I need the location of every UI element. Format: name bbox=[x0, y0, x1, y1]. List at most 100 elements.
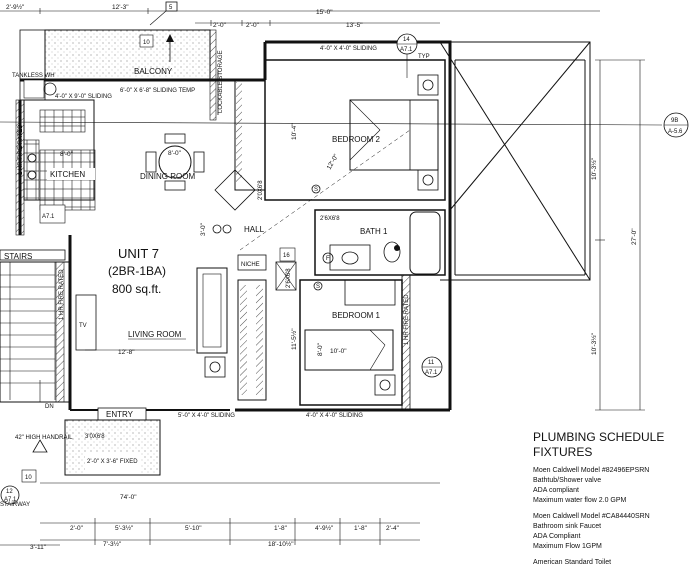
callout-12-top: 12 bbox=[6, 489, 13, 495]
dim-bottom-7: 2'-4" bbox=[386, 525, 400, 532]
room-hall: HALL bbox=[244, 225, 265, 234]
room-entry: ENTRY bbox=[106, 410, 134, 419]
room-balcony: BALCONY bbox=[134, 67, 173, 76]
schedule-item: Moen Caldwell Model #CA84440SRN Bathroom… bbox=[533, 512, 693, 552]
door-tag-3: 2'6X6'8 bbox=[286, 268, 292, 288]
room-niche: NICHE bbox=[241, 262, 260, 268]
room-bath1: BATH 1 bbox=[360, 227, 388, 236]
schedule-subtitle: FIXTURES bbox=[533, 445, 593, 459]
sliding-temp-label: 6'-0" X 6'-8" SLIDING TEMP bbox=[120, 88, 195, 94]
door-tag-entry: 3'0X6'8 bbox=[85, 434, 105, 440]
dining-table bbox=[158, 145, 192, 179]
room-kitchen: KITCHEN bbox=[50, 170, 85, 179]
sliding-living-label: 5'-0" X 4'-0" SLIDING bbox=[178, 413, 235, 419]
schedule-line: American Standard Toilet bbox=[533, 559, 612, 566]
schedule-line: Bathroom sink Faucet bbox=[533, 523, 602, 530]
sliding-bed1-label: 4'-0" X 4'-0" SLIDING bbox=[306, 413, 363, 419]
bathtub bbox=[409, 211, 441, 275]
fire-rated-label-left: 1 HR FIRE RATED bbox=[18, 124, 24, 175]
dim-bottom-left: 3'-11" bbox=[30, 544, 47, 551]
callout-14-top: 14 bbox=[403, 37, 410, 43]
dim-bedroom2-h: 10'-4" bbox=[291, 123, 298, 140]
door-tag-bath: 2'6X6'8 bbox=[320, 216, 340, 222]
dim-kitchen: 8'-0" bbox=[60, 151, 74, 158]
room-bedroom2: BEDROOM 2 bbox=[332, 135, 381, 144]
handrail-label: 42" HIGH HANDRAIL bbox=[15, 435, 73, 441]
roof-outline bbox=[439, 41, 591, 281]
dim-dining: 8'-0" bbox=[168, 150, 182, 157]
dim-bottom-5: 4'-9½" bbox=[315, 524, 334, 532]
schedule-line: Moen Caldwell Model #CA84440SRN bbox=[533, 513, 650, 520]
unit-area: 800 sq.ft. bbox=[112, 282, 161, 296]
dim-top-4: 2'-0" bbox=[213, 22, 227, 29]
dim-bottom-row2-1: 7'-3½" bbox=[103, 540, 122, 548]
fixed-window-label: 2'-0" X 3'-6" FIXED bbox=[87, 459, 138, 465]
sofa bbox=[196, 267, 228, 354]
dim-top-1: 2'-9½" bbox=[6, 3, 25, 11]
schedule-item: American Standard Toilet bbox=[533, 558, 693, 568]
dim-top-2: 12'-3" bbox=[112, 4, 129, 11]
dim-bedroom2-diag: 12'-0" bbox=[326, 153, 341, 171]
dim-right-total: 27'-0" bbox=[631, 228, 638, 245]
schedule-title: PLUMBING SCHEDULE bbox=[533, 430, 665, 444]
tag-5 bbox=[165, 1, 178, 12]
door-tag-2: 2'0X6'8 bbox=[258, 180, 264, 200]
room-tv: TV bbox=[79, 323, 87, 329]
schedule-line: Moen Caldwell Model #82496EPSRN bbox=[533, 467, 650, 474]
schedule-item: Moen Caldwell Model #82496EPSRN Bathtub/… bbox=[533, 466, 693, 506]
dim-top-3: 15'-0" bbox=[316, 9, 333, 16]
stairs-fire-rated: 1 HR FIRE RATED bbox=[59, 269, 65, 320]
schedule-line: ADA compliant bbox=[533, 487, 579, 494]
tag-16: 16 bbox=[283, 253, 290, 259]
dim-right-bottom: 10'-3½" bbox=[590, 332, 598, 355]
plumbing-schedule: PLUMBING SCHEDULE FIXTURES Moen Caldwell… bbox=[533, 430, 693, 568]
dim-bed1-w: 10'-0" bbox=[330, 348, 347, 355]
tag-10-stairs: 10 bbox=[25, 475, 32, 481]
schedule-line: Bathtub/Shower valve bbox=[533, 477, 602, 484]
tag-5-label: 5 bbox=[169, 5, 173, 11]
dim-top-6: 13'-5" bbox=[346, 22, 363, 29]
smoke-detector-2: S bbox=[316, 284, 320, 290]
typ-label: TYP bbox=[418, 54, 430, 60]
stairs-dn: DN bbox=[45, 404, 54, 410]
unit-type: (2BR-1BA) bbox=[108, 264, 166, 278]
callout-9b-top: 9B bbox=[671, 118, 678, 124]
dim-top-5: 2'-0" bbox=[246, 22, 260, 29]
stairway-label: STAIRWAY bbox=[0, 502, 30, 508]
unit-title: UNIT 7 bbox=[118, 246, 159, 261]
schedule-line: ADA Compliant bbox=[533, 533, 581, 540]
tag-10-balcony: 10 bbox=[143, 40, 150, 46]
dim-bottom-2: 5'-3½" bbox=[115, 524, 134, 532]
balcony-area bbox=[44, 29, 211, 81]
room-living: LIVING ROOM bbox=[128, 330, 182, 339]
schedule-line: Maximum Flow 1GPM bbox=[533, 543, 602, 550]
dim-bed1-in: 8'-0" bbox=[317, 342, 324, 356]
sliding-bed2-label: 4'-0" X 4'-0" SLIDING bbox=[320, 46, 377, 52]
dim-bottom-4: 1'-8" bbox=[274, 525, 288, 532]
room-stairs: STAIRS bbox=[4, 252, 32, 261]
dim-bottom-6: 1'-8" bbox=[354, 525, 368, 532]
toilet bbox=[383, 241, 401, 263]
room-dining: DINING ROOM bbox=[140, 172, 195, 181]
room-storage: LOCKABLE STORAGE bbox=[218, 50, 224, 113]
bed-bedroom1 bbox=[304, 329, 394, 371]
smoke-detector-1: S bbox=[314, 187, 318, 193]
schedule-line: Maximum water flow 2.0 GPM bbox=[533, 497, 627, 504]
dim-bottom-1: 2'-0" bbox=[70, 525, 84, 532]
dim-hall: 3'-0" bbox=[200, 222, 207, 236]
dim-bottom-row2-2: 18'-10½" bbox=[268, 540, 294, 548]
sliding-balcony-label: 4'-0" X 9'-0" SLIDING bbox=[55, 94, 112, 100]
callout-9b-bot: A-5.6 bbox=[668, 129, 683, 135]
bath-sink bbox=[341, 251, 359, 265]
room-bedroom1: BEDROOM 1 bbox=[332, 311, 381, 320]
callout-12-bot: A7.1 bbox=[4, 497, 17, 503]
tankless-label: TANKLESS WH bbox=[12, 73, 55, 79]
callout-14-bot: A7.1 bbox=[400, 47, 413, 53]
kitchen-callout: A7.1 bbox=[42, 214, 55, 220]
callout-11-top: 11 bbox=[428, 360, 435, 366]
fire-rated-label-right: 1 HR FIRE RATED bbox=[404, 294, 410, 345]
dim-bed1-h: 11'-5½" bbox=[290, 328, 298, 350]
dim-living-w: 12'-8" bbox=[118, 349, 135, 356]
fan-label: F bbox=[326, 256, 330, 262]
